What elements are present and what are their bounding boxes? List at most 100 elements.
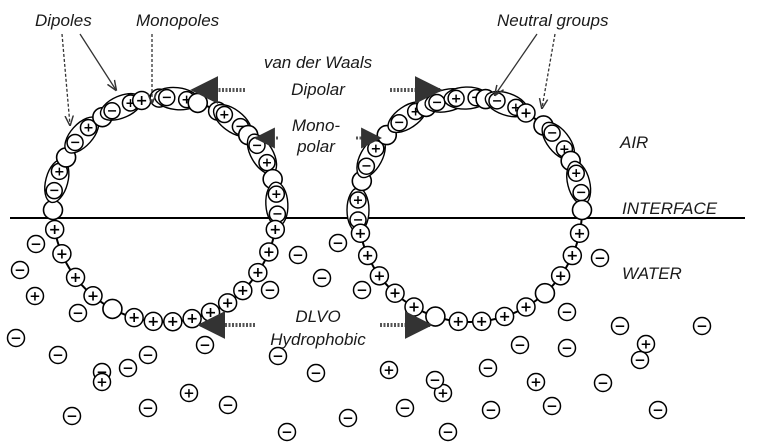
- minus-sign: −: [30, 237, 41, 253]
- plus-sign: +: [186, 311, 198, 327]
- plus-sign: +: [408, 299, 420, 315]
- plus-sign: +: [566, 248, 578, 264]
- plus-sign: +: [49, 222, 61, 238]
- dipoles-pointer-1: [62, 34, 70, 125]
- minus-sign: −: [14, 263, 25, 279]
- plus-sign: +: [571, 166, 582, 181]
- anion: −: [197, 337, 214, 354]
- minus-sign: −: [342, 411, 353, 427]
- anion: −: [632, 352, 649, 369]
- minus-sign: −: [292, 248, 303, 264]
- plus-sign: +: [56, 246, 68, 262]
- minus-sign: −: [546, 399, 557, 415]
- minus-sign: −: [597, 376, 608, 392]
- minus-sign: −: [399, 401, 410, 417]
- minus-sign: −: [634, 353, 645, 369]
- cation: +: [528, 374, 545, 391]
- plus-sign: +: [370, 142, 381, 157]
- plus-sign: +: [389, 286, 401, 302]
- anion: −: [340, 410, 357, 427]
- dlvo-label: DLVO: [295, 307, 340, 326]
- minus-sign: −: [122, 361, 133, 377]
- plus-sign: +: [476, 314, 488, 330]
- minus-sign: −: [356, 283, 367, 299]
- minus-sign: −: [142, 401, 153, 417]
- cation: +: [638, 336, 655, 353]
- plus-sign: +: [83, 121, 94, 136]
- anion: −: [440, 424, 457, 441]
- neutral-groups-label: Neutral groups: [497, 11, 609, 30]
- minus-sign: −: [252, 138, 263, 153]
- plus-sign: +: [555, 268, 567, 284]
- minus-sign: −: [442, 425, 453, 441]
- minus-sign: −: [332, 236, 343, 252]
- plus-sign: +: [383, 363, 394, 379]
- anion: −: [544, 398, 561, 415]
- minus-sign: −: [107, 104, 118, 119]
- anion: −: [308, 365, 325, 382]
- anion: −: [262, 282, 279, 299]
- plus-sign: +: [222, 295, 234, 311]
- mono-label-line1: Mono-: [292, 116, 341, 135]
- anion: −: [50, 347, 67, 364]
- particle: −+−+−+++−+++−−++−++++++++++++++: [40, 85, 288, 330]
- van-der-waals-label: van der Waals: [264, 53, 373, 72]
- plus-sign: +: [29, 289, 40, 305]
- minus-sign: −: [561, 305, 572, 321]
- minus-sign: −: [72, 306, 83, 322]
- particle: −+−+−+−++−−++−++−++++++++++++: [347, 85, 595, 330]
- anion: −: [483, 402, 500, 419]
- minus-sign: −: [66, 409, 77, 425]
- plus-sign: +: [136, 93, 148, 109]
- minus-sign: −: [514, 338, 525, 354]
- minus-sign: −: [429, 373, 440, 389]
- cation: +: [27, 288, 44, 305]
- plus-sign: +: [451, 91, 462, 106]
- minus-sign: −: [10, 331, 21, 347]
- plus-sign: +: [252, 265, 264, 281]
- minus-sign: −: [264, 283, 275, 299]
- neutral-group: [426, 307, 445, 326]
- minus-sign: −: [696, 319, 707, 335]
- dipoles-label: Dipoles: [35, 11, 92, 30]
- minus-sign: −: [485, 403, 496, 419]
- air-label: AIR: [619, 133, 648, 152]
- anion: −: [330, 235, 347, 252]
- plus-sign: +: [520, 299, 532, 315]
- minus-sign: −: [614, 319, 625, 335]
- hydrophobic-label: Hydrophobic: [270, 330, 366, 349]
- anion: −: [612, 318, 629, 335]
- minus-sign: −: [561, 341, 572, 357]
- anion: −: [595, 375, 612, 392]
- neutral-group: [103, 299, 122, 318]
- plus-sign: +: [205, 305, 217, 321]
- plus-sign: +: [183, 386, 194, 402]
- anion: −: [64, 408, 81, 425]
- minus-sign: −: [161, 91, 172, 106]
- anion: −: [559, 304, 576, 321]
- plus-sign: +: [96, 375, 107, 391]
- anion: −: [397, 400, 414, 417]
- anion: −: [120, 360, 137, 377]
- anion: −: [140, 400, 157, 417]
- plus-sign: +: [640, 337, 651, 353]
- neutral-group: [188, 93, 207, 112]
- neutral-group: [535, 284, 554, 303]
- anion: −: [70, 305, 87, 322]
- minus-sign: −: [281, 425, 292, 441]
- plus-sign: +: [530, 375, 541, 391]
- minus-sign: −: [310, 366, 321, 382]
- anion: −: [694, 318, 711, 335]
- plus-sign: +: [452, 314, 464, 330]
- plus-sign: +: [520, 106, 532, 122]
- anion: −: [140, 347, 157, 364]
- plus-sign: +: [70, 270, 82, 286]
- plus-sign: +: [167, 314, 179, 330]
- plus-sign: +: [269, 222, 281, 238]
- plus-sign: +: [219, 108, 230, 123]
- plus-sign: +: [271, 187, 282, 202]
- minus-sign: −: [432, 96, 443, 111]
- neutral-pointer-1: [495, 34, 537, 95]
- minus-sign: −: [222, 398, 233, 414]
- neutral-pointer-2: [542, 34, 555, 108]
